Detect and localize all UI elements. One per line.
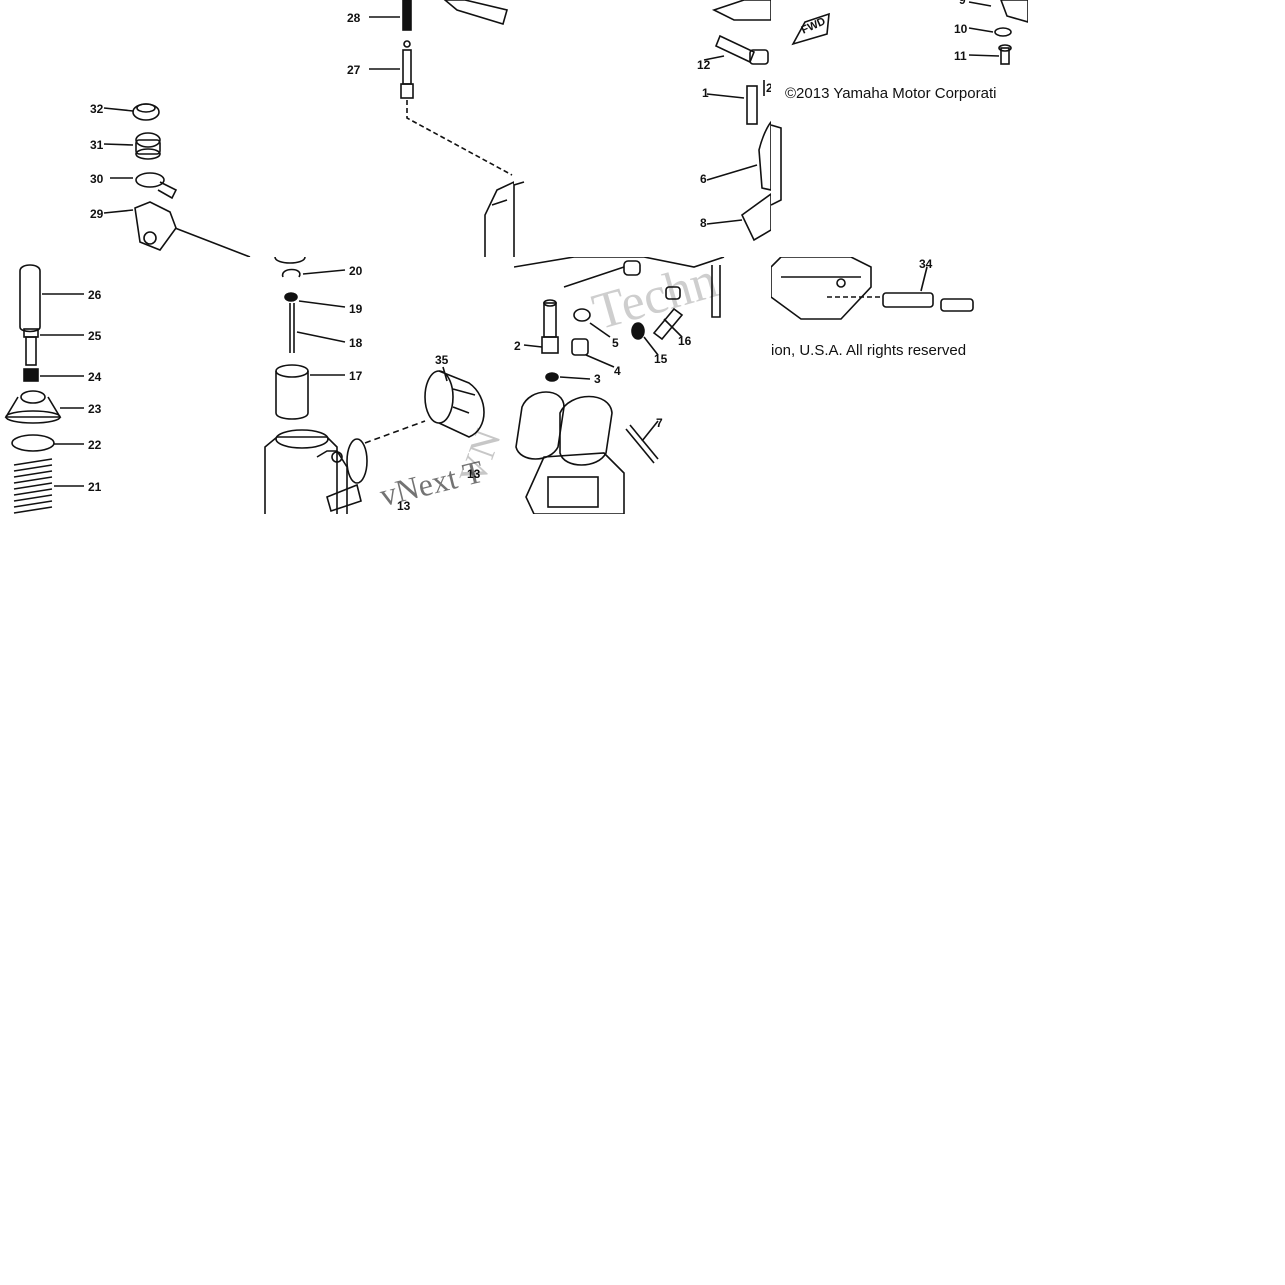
copyright-line-2: ion, U.S.A. All rights reserved xyxy=(771,342,967,359)
tile-bottom-center-left-drawing xyxy=(264,257,485,514)
callout-16: 16 xyxy=(678,334,692,348)
callout-26: 26 xyxy=(88,288,102,302)
callout-12: 12 xyxy=(697,58,711,72)
tile-top-right-drawing xyxy=(771,0,1028,206)
tile-bottom-center-left: 20 19 18 17 35 13 13 vNext T VN xyxy=(257,257,514,514)
callout-29: 29 xyxy=(90,207,104,221)
tile-bottom-right: 34 ion, U.S.A. All rights reserved xyxy=(771,257,1028,514)
callout-19: 19 xyxy=(349,302,363,316)
tile-top-left-drawing xyxy=(103,103,251,257)
callout-10: 10 xyxy=(954,22,968,36)
tile-top-center-right-drawing xyxy=(514,0,771,257)
tile-bottom-left-drawing xyxy=(4,264,84,514)
callout-31: 31 xyxy=(90,138,104,152)
callout-5: 5 xyxy=(612,336,619,350)
tile-top-center-right: 12 1 2 6 8 xyxy=(514,0,771,257)
tile-bottom-right-drawing xyxy=(771,257,974,320)
callout-23: 23 xyxy=(88,402,102,416)
callout-11: 11 xyxy=(954,49,967,63)
callout-9: 9 xyxy=(959,0,966,7)
callout-35: 35 xyxy=(435,353,449,367)
callout-32: 32 xyxy=(90,102,104,116)
callout-27: 27 xyxy=(347,63,361,77)
tile-bottom-left: 26 25 24 23 22 21 xyxy=(0,257,257,514)
tile-top-center-left: 28 27 xyxy=(257,0,514,257)
tile-top-left: 32 31 30 29 xyxy=(0,0,257,257)
callout-22: 22 xyxy=(88,438,102,452)
callout-3: 3 xyxy=(594,372,601,386)
callout-13-bottom: 13 xyxy=(397,499,411,513)
callout-7: 7 xyxy=(656,416,663,430)
callout-2: 2 xyxy=(514,339,521,353)
callout-4: 4 xyxy=(614,364,621,378)
callout-25: 25 xyxy=(88,329,102,343)
callout-13-top: 13 xyxy=(467,467,481,481)
tile-top-right: FWD 9 10 11 ©2013 Yamaha Motor Corporati xyxy=(771,0,1028,257)
callout-1: 1 xyxy=(702,86,709,100)
tile-bottom-center-right: 2 5 4 3 15 16 7 Techn xyxy=(514,257,771,514)
callout-18: 18 xyxy=(349,336,363,350)
callout-34: 34 xyxy=(919,257,933,271)
callout-17: 17 xyxy=(349,369,363,383)
callout-30: 30 xyxy=(90,172,104,186)
tile-bottom-center-right-drawing xyxy=(514,257,725,514)
callout-28: 28 xyxy=(347,11,361,25)
tile-top-center-left-drawing xyxy=(369,0,514,257)
callout-21: 21 xyxy=(88,480,102,494)
callout-20: 20 xyxy=(349,264,363,278)
callout-2-top: 2 xyxy=(766,81,771,95)
callout-6: 6 xyxy=(700,172,707,186)
callout-8: 8 xyxy=(700,216,707,230)
callout-15: 15 xyxy=(654,352,668,366)
copyright-line-1: ©2013 Yamaha Motor Corporati xyxy=(785,85,997,102)
callout-24: 24 xyxy=(88,370,102,384)
